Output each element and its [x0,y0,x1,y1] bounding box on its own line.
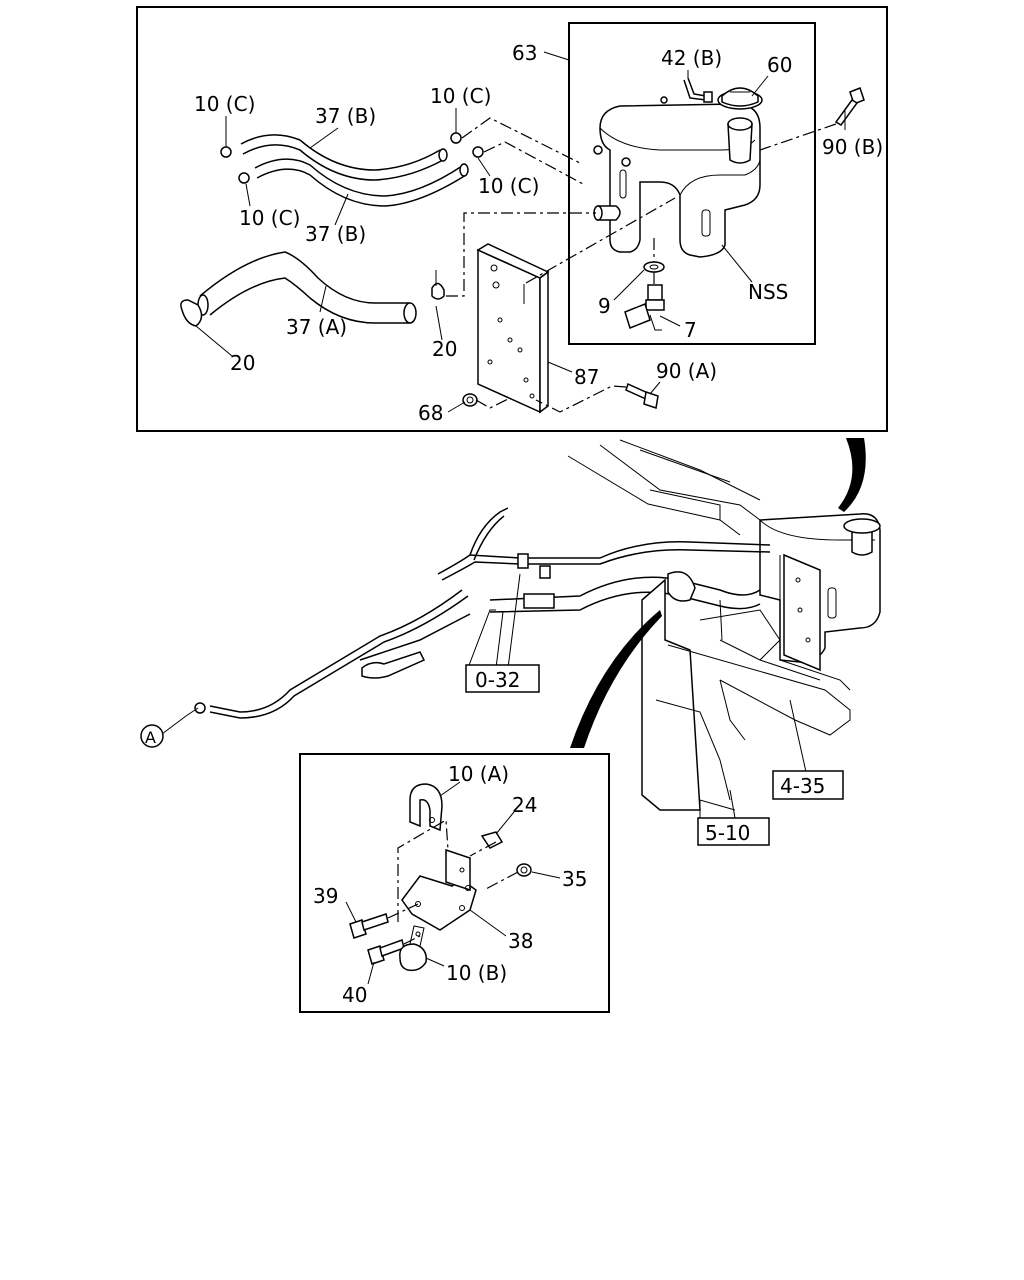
arrow-up-to-detail [838,438,866,512]
callout-40: 40 [342,983,367,1007]
callout-35: 35 [562,867,587,891]
callout-10c-top-left: 10 (C) [194,92,255,116]
reference-5-10[interactable]: 5-10 [705,821,750,845]
reference-4-35[interactable]: 4-35 [780,774,825,798]
bracket-87 [476,243,550,414]
callout-37a: 37 (A) [286,315,347,339]
top-detail-frame [136,6,888,432]
marker-a-circle [140,724,164,748]
callout-9: 9 [598,294,611,318]
callout-68: 68 [418,401,443,425]
callout-39: 39 [313,884,338,908]
bolt-90a [625,382,659,409]
callout-38: 38 [508,929,533,953]
callout-10a: 10 (A) [448,762,509,786]
arrow-down-to-detail [570,610,662,748]
reservoir-cap [717,87,763,110]
marker-a: A [145,728,156,747]
callout-10c-bottom-left: 10 (C) [239,206,300,230]
hose-37a [197,251,417,324]
clamp-20 [180,270,445,327]
callout-20-left: 20 [230,351,255,375]
callout-60: 60 [767,53,792,77]
callout-42b: 42 (B) [661,46,722,70]
leader-lines-top [195,51,846,413]
hose-42b [660,77,713,104]
callout-10c-top-center: 10 (C) [430,84,491,108]
callout-24: 24 [512,793,537,817]
reservoir-tank [593,103,761,258]
callout-37b-bottom: 37 (B) [305,222,366,246]
nut-68 [462,393,478,407]
leader-lines-bottom [345,781,561,985]
clamp-10c [220,132,484,184]
callout-37b-top: 37 (B) [315,104,376,128]
bolt-90b [834,87,865,126]
callout-nss: NSS [748,280,788,304]
reference-box-0-32[interactable] [465,664,540,693]
callout-20-center: 20 [432,337,457,361]
reference-box-4-35[interactable] [772,770,844,800]
hose-37b-pair [240,134,469,207]
callout-63: 63 [512,41,537,65]
reservoir-inner-frame [568,22,816,345]
callout-10c-right: 10 (C) [478,174,539,198]
bottom-detail-frame [299,753,610,1013]
reference-box-5-10[interactable] [697,817,770,846]
clip-bracket-assembly [349,783,532,972]
reference-0-32[interactable]: 0-32 [475,668,520,692]
drain-valve [624,261,665,331]
callout-90b: 90 (B) [822,135,883,159]
vehicle-assembly [185,439,881,811]
callout-90a: 90 (A) [656,359,717,383]
callout-7: 7 [684,318,697,342]
callout-87: 87 [574,365,599,389]
callout-10b: 10 (B) [446,961,507,985]
